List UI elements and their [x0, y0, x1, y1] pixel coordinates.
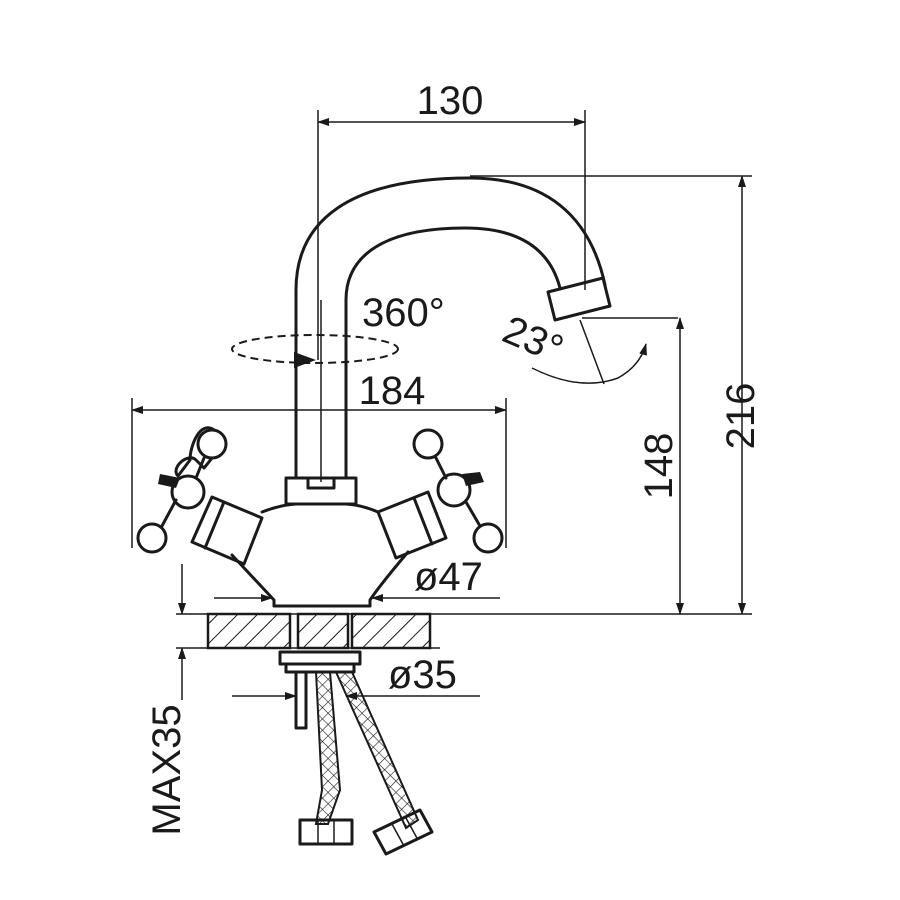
hose-nut-right	[372, 808, 434, 856]
spout-outer	[294, 176, 607, 480]
dim-35-label: ø35	[388, 653, 457, 697]
right-handle-hub	[436, 472, 472, 508]
dim-216-label: 216	[719, 383, 763, 450]
dimension-spout-tilt: 23°	[496, 308, 678, 385]
hose-left	[314, 671, 342, 825]
body-shell	[260, 502, 380, 514]
dim-23-label: 23°	[496, 308, 569, 372]
deck-left	[206, 612, 292, 650]
dim-148-label: 148	[637, 433, 681, 500]
right-handle-knob-top	[412, 428, 444, 460]
hose-right	[334, 671, 420, 830]
dimension-handle-span: 184	[131, 369, 507, 548]
right-valve	[376, 428, 504, 560]
left-handle-knob-bottom	[136, 522, 168, 554]
dim-47-label: ø47	[414, 555, 483, 599]
dimension-spout-height: 148	[637, 317, 684, 615]
mount-washer	[278, 650, 362, 666]
dimension-shank-diameter: ø35	[232, 653, 480, 700]
dim-360-label: 360°	[362, 291, 445, 335]
faucet-outline	[136, 176, 612, 856]
left-handle-indicator	[158, 474, 180, 488]
left-handle-knob-top	[196, 428, 228, 460]
right-handle-indicator	[462, 472, 484, 486]
spout-inner	[344, 226, 562, 480]
dim-max35-label: MAX35	[145, 704, 189, 835]
spout-tip	[546, 276, 612, 322]
left-valve	[136, 426, 264, 566]
hose-nut-left	[298, 818, 354, 846]
body-lower-right	[368, 550, 410, 608]
dim-130-label: 130	[417, 79, 484, 123]
dim-184-label: 184	[359, 369, 426, 413]
dimension-total-height: 216	[470, 175, 763, 615]
shank-in-deck	[296, 612, 350, 650]
dimension-swivel: 360°	[231, 291, 445, 368]
left-handle-hub	[170, 474, 206, 510]
deck-right	[350, 612, 432, 650]
dimension-spout-reach: 130	[317, 79, 586, 360]
right-handle-knob-bottom	[472, 522, 504, 554]
collar-slot	[306, 476, 336, 490]
dimension-max-deck: MAX35	[145, 564, 189, 836]
mount-stud	[294, 670, 308, 730]
dimension-base-diameter: ø47	[214, 555, 500, 602]
